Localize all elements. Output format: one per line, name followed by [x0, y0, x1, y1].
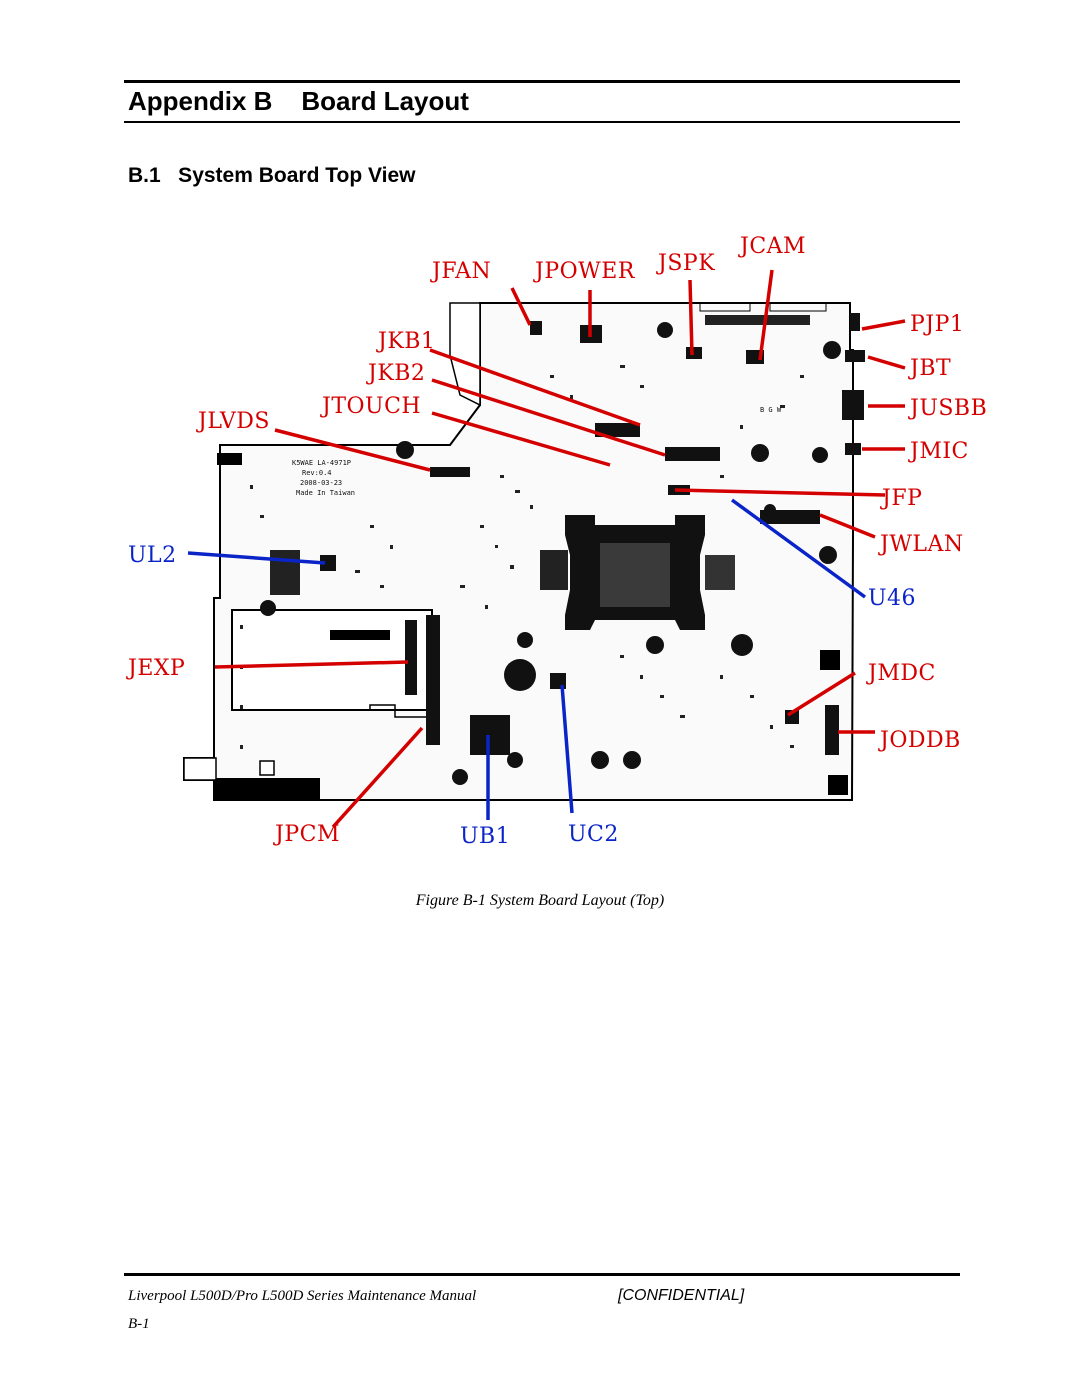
board-component-texture	[240, 365, 804, 749]
label-jmdc: JMDC	[866, 661, 936, 686]
label-jpcm: JPCM	[273, 822, 340, 847]
label-jfan: JFAN	[430, 259, 491, 284]
label-jlvds: JLVDS	[196, 409, 270, 434]
label-jexp: JEXP	[126, 656, 185, 681]
board-silkscreen-rev: Rev:0.4	[302, 469, 332, 477]
label-jbt: JBT	[908, 356, 951, 381]
label-ub1: UB1	[460, 824, 510, 849]
label-ul2: UL2	[128, 543, 177, 568]
board-silkscreen-date: 2008-03-23	[300, 479, 342, 487]
system-board: K5WAE LA-4971P Rev:0.4 2008-03-23 Made I…	[183, 302, 865, 801]
board-silkscreen-model: K5WAE LA-4971P	[292, 459, 351, 467]
label-jcam: JCAM	[738, 234, 806, 259]
label-jwlan: JWLAN	[878, 532, 964, 557]
label-jpower: JPOWER	[533, 259, 636, 284]
header-rule-bottom	[124, 121, 960, 123]
label-jkb2: JKB2	[366, 361, 425, 386]
label-pjp1: PJP1	[910, 312, 964, 337]
footer-manual-title: Liverpool L500D/Pro L500D Series Mainten…	[128, 1288, 477, 1304]
blue-callout-lines	[187, 498, 867, 820]
header-rule-top	[124, 80, 960, 83]
board-silkscreen-origin: Made In Taiwan	[296, 489, 355, 497]
footer-confidential: [CONFIDENTIAL]	[618, 1287, 745, 1304]
red-callout-lines	[214, 269, 906, 829]
appendix-title: Appendix B Board Layout	[128, 86, 469, 116]
figure-caption: Figure B-1 System Board Layout (Top)	[415, 892, 665, 909]
label-jfp: JFP	[880, 486, 922, 511]
footer-page-number: B-1	[128, 1316, 150, 1332]
board-layout-figure: K5WAE LA-4971P Rev:0.4 2008-03-23 Made I…	[120, 225, 1000, 865]
label-jkb1: JKB1	[376, 329, 435, 354]
label-uc2: UC2	[568, 822, 619, 847]
label-jusbb: JUSBB	[908, 396, 987, 421]
label-jtouch: JTOUCH	[320, 394, 421, 419]
board-layout-diagram: K5WAE LA-4971P Rev:0.4 2008-03-23 Made I…	[126, 234, 987, 849]
section-title: B.1 System Board Top View	[128, 164, 416, 187]
connector-labels: JFAN JPOWER JSPK JCAM PJP1 JKB1 JKB2 JTO…	[126, 234, 987, 849]
label-u46: U46	[868, 586, 916, 611]
label-joddb: JODDB	[878, 728, 961, 753]
label-jmic: JMIC	[908, 439, 969, 464]
label-jspk: JSPK	[656, 251, 715, 276]
footer-rule	[124, 1273, 960, 1276]
board-silkscreen-bgw: B G W	[760, 406, 782, 414]
